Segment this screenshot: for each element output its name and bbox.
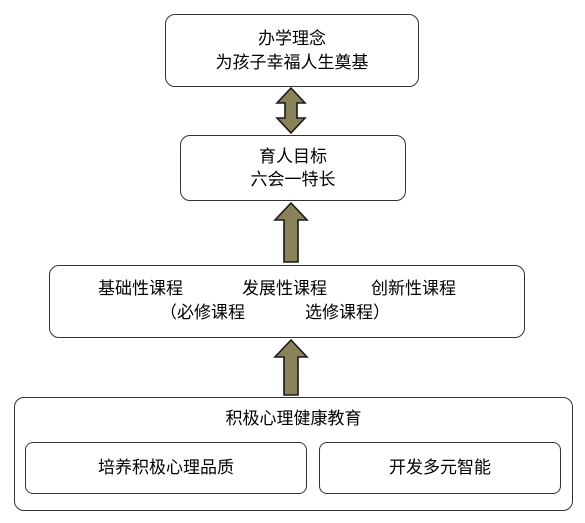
education-item-quality-label: 培养积极心理品质: [98, 458, 234, 478]
up-arrow-icon: [273, 201, 309, 263]
up-arrow-icon: [273, 338, 309, 396]
course-basic: 基础性课程: [98, 279, 183, 299]
course-innovation: 创新性课程: [371, 279, 456, 299]
philosophy-box: 办学理念 为孩子幸福人生奠基: [165, 14, 419, 87]
double-arrow-icon: [275, 86, 307, 135]
education-box: 积极心理健康教育 培养积极心理品质 开发多元智能: [14, 397, 573, 511]
goal-subtitle: 六会一特长: [250, 170, 336, 190]
education-item-quality: 培养积极心理品质: [25, 442, 307, 494]
curriculum-box: 基础性课程 发展性课程 创新性课程 （必修课程 选修课程）: [49, 265, 525, 338]
course-required: （必修课程: [160, 303, 245, 323]
goal-box: 育人目标 六会一特长: [180, 135, 406, 201]
philosophy-subtitle: 为孩子幸福人生奠基: [215, 53, 369, 73]
education-title: 积极心理健康教育: [225, 409, 362, 429]
education-item-intelligence-label: 开发多元智能: [389, 458, 491, 478]
education-item-intelligence: 开发多元智能: [319, 442, 561, 494]
philosophy-title: 办学理念: [258, 29, 326, 49]
goal-title: 育人目标: [259, 147, 327, 167]
course-elective: 选修课程）: [305, 303, 390, 323]
course-development: 发展性课程: [242, 279, 327, 299]
